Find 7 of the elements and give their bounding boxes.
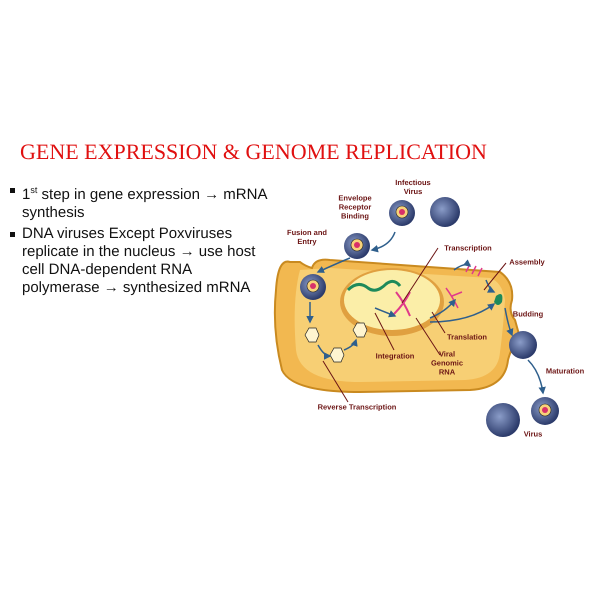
bullet-point-text: 1$^{st}$ step in gene expression → mRNA synthesis <box>8 181 270 222</box>
leader-line <box>402 248 438 304</box>
slide-title: GENE EXPRESSION & GENOME REPLICATION <box>20 139 487 165</box>
leader-line <box>416 318 440 356</box>
leader-line <box>374 312 394 350</box>
bullet-point-text: DNA viruses Except Poxviruses replicate in the nucleus → use host cell DNA-dependent RNA polymerase → synthesized mRNA <box>8 225 270 297</box>
leader-line <box>432 312 446 334</box>
